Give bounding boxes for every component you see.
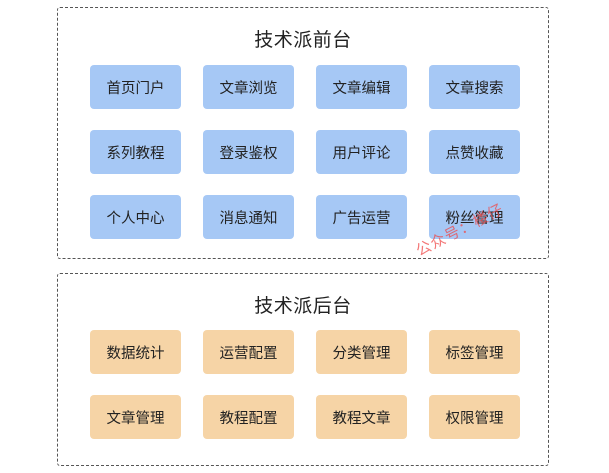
module-personal-center[interactable]: 个人中心 <box>90 195 181 239</box>
module-category-management[interactable]: 分类管理 <box>316 330 407 374</box>
module-notifications[interactable]: 消息通知 <box>203 195 294 239</box>
module-home-portal[interactable]: 首页门户 <box>90 65 181 109</box>
module-article-management[interactable]: 文章管理 <box>90 395 181 439</box>
module-operation-config[interactable]: 运营配置 <box>203 330 294 374</box>
module-ad-operations[interactable]: 广告运营 <box>316 195 407 239</box>
module-tag-management[interactable]: 标签管理 <box>429 330 520 374</box>
module-series-tutorial[interactable]: 系列教程 <box>90 130 181 174</box>
module-article-edit[interactable]: 文章编辑 <box>316 65 407 109</box>
module-tutorial-config[interactable]: 教程配置 <box>203 395 294 439</box>
backend-panel: 技术派后台 数据统计 运营配置 分类管理 标签管理 文章管理 教程配置 教程文章… <box>57 273 549 466</box>
module-data-statistics[interactable]: 数据统计 <box>90 330 181 374</box>
module-user-comments[interactable]: 用户评论 <box>316 130 407 174</box>
backend-title: 技术派后台 <box>254 295 352 317</box>
frontend-module-grid: 首页门户 文章浏览 文章编辑 文章搜索 系列教程 登录鉴权 用户评论 点赞收藏 … <box>90 65 520 239</box>
backend-module-grid: 数据统计 运营配置 分类管理 标签管理 文章管理 教程配置 教程文章 权限管理 <box>90 330 520 439</box>
module-article-browse[interactable]: 文章浏览 <box>203 65 294 109</box>
module-permission-management[interactable]: 权限管理 <box>429 395 520 439</box>
frontend-title: 技术派前台 <box>254 29 352 51</box>
module-login-auth[interactable]: 登录鉴权 <box>203 130 294 174</box>
module-like-favorite[interactable]: 点赞收藏 <box>429 130 520 174</box>
module-follower-management[interactable]: 粉丝管理 <box>429 195 520 239</box>
module-tutorial-articles[interactable]: 教程文章 <box>316 395 407 439</box>
module-article-search[interactable]: 文章搜索 <box>429 65 520 109</box>
frontend-panel: 技术派前台 首页门户 文章浏览 文章编辑 文章搜索 系列教程 登录鉴权 用户评论… <box>57 7 549 259</box>
